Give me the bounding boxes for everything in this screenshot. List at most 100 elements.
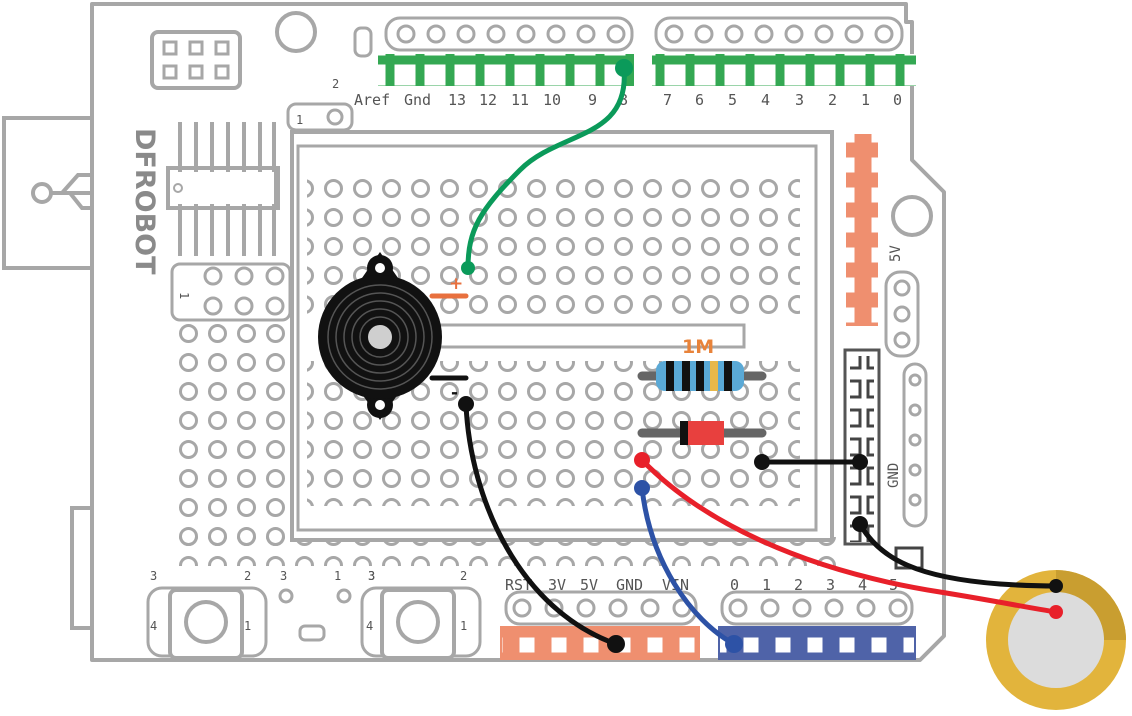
analog-label-1: 1 (762, 576, 771, 594)
pin-label-10: 10 (543, 91, 561, 109)
socket-hole (856, 598, 876, 618)
wire-blue (639, 485, 737, 647)
wire-red (639, 457, 1059, 615)
middle-mark-1: 1 (334, 569, 341, 583)
label-5v: 5V (888, 245, 904, 262)
smd-component (353, 26, 373, 58)
pin-label-rst: RST (505, 576, 532, 594)
wire-ends (458, 59, 1063, 653)
button-left-mark-1: 1 (244, 619, 251, 633)
socket-hole (760, 598, 780, 618)
board-mark-1b: 1 (177, 292, 191, 299)
analog-label-4: 4 (858, 576, 867, 594)
analog-label-2: 2 (794, 576, 803, 594)
wire-green (465, 65, 627, 271)
pin-label-gnd: Gnd (404, 91, 431, 109)
socket-hole (456, 24, 476, 44)
pin-label-3: 3 (795, 91, 804, 109)
pin-label-8: 8 (619, 91, 628, 109)
button-right-mark-3: 3 (368, 569, 375, 583)
middle-mark-3b: 3 (368, 569, 375, 583)
mounting-hole (275, 11, 317, 53)
socket-hole (640, 598, 660, 618)
pin-label-1: 1 (861, 91, 870, 109)
pin-label-aref: Aref (354, 91, 390, 109)
socket-hole (396, 24, 416, 44)
button-right-mark-2: 2 (460, 569, 467, 583)
pin-label-4: 4 (761, 91, 770, 109)
socket-hole (784, 24, 804, 44)
button-right-mark-1: 1 (460, 619, 467, 633)
icsp-header (150, 30, 242, 90)
socket-hole (792, 598, 812, 618)
socket-hole (664, 24, 684, 44)
socket-hole (814, 24, 834, 44)
brand-logo: DFROBOT (129, 128, 160, 275)
pin-label-12: 12 (479, 91, 497, 109)
button-left-mark-2: 2 (244, 569, 251, 583)
top-socket-row (384, 16, 904, 52)
pin-label-11: 11 (511, 91, 529, 109)
power-header (500, 626, 700, 660)
socket-hole (874, 24, 894, 44)
socket-hole (546, 24, 566, 44)
socket-hole (724, 24, 744, 44)
resistor-label: 1M (682, 336, 714, 358)
five-volt-header (846, 134, 878, 326)
buzzer-plus-label: + (449, 274, 463, 294)
socket-hole (728, 598, 748, 618)
socket-hole (426, 24, 446, 44)
middle-mark-3: 3 (280, 569, 287, 583)
digital-header-high (378, 54, 634, 86)
top-header-labels: Aref Gnd 13 12 11 10 9 8 7 6 5 4 3 2 1 0 (354, 91, 902, 109)
user-button[interactable]: 3 2 4 1 (360, 569, 482, 660)
button-left-mark-3: 3 (150, 569, 157, 583)
buzzer: + - (318, 252, 469, 420)
icsp-small (884, 270, 920, 358)
pin-label-5v: 5V (580, 576, 598, 594)
top-socket-holes (396, 24, 894, 44)
pin-label-9: 9 (588, 91, 597, 109)
pin-label-3v: 3V (548, 576, 566, 594)
right-side-holes (902, 362, 928, 528)
analog-label-0: 0 (730, 576, 739, 594)
left-prototype-holes (170, 320, 286, 552)
socket-hole (512, 598, 532, 618)
pin-label-7: 7 (663, 91, 672, 109)
digital-header-low (652, 54, 916, 86)
reset-button[interactable]: 3 2 4 1 (146, 569, 268, 660)
pin-label-0: 0 (893, 91, 902, 109)
gnd-header (843, 348, 881, 546)
pin-label-gnd-bottom: GND (616, 576, 643, 594)
buzzer-minus-label: - (451, 383, 458, 403)
mounting-hole (891, 195, 933, 237)
socket-hole (576, 598, 596, 618)
socket-hole (516, 24, 536, 44)
bottom-socket-row (504, 590, 914, 626)
bottom-socket-holes (512, 598, 908, 618)
socket-hole (576, 24, 596, 44)
diode (637, 421, 767, 445)
socket-hole (694, 24, 714, 44)
socket-hole (606, 24, 626, 44)
wire-black-buzzer (463, 401, 619, 647)
button-right-mark-4: 4 (366, 619, 373, 633)
board-mark-2: 2 (332, 77, 339, 91)
button-left-mark-4: 4 (150, 619, 157, 633)
socket-hole (608, 598, 628, 618)
socket-hole (754, 24, 774, 44)
wires (463, 65, 1059, 647)
pin-label-2: 2 (828, 91, 837, 109)
analog-label-3: 3 (826, 576, 835, 594)
pin-label-6: 6 (695, 91, 704, 109)
socket-hole (844, 24, 864, 44)
label-gnd: GND (886, 463, 902, 488)
socket-hole (486, 24, 506, 44)
pin-label-5: 5 (728, 91, 737, 109)
socket-hole (888, 598, 908, 618)
pin-label-13: 13 (448, 91, 466, 109)
board-mark-1a: 1 (296, 113, 303, 127)
middle-pads: 3 1 3 (278, 569, 375, 642)
socket-hole (824, 598, 844, 618)
